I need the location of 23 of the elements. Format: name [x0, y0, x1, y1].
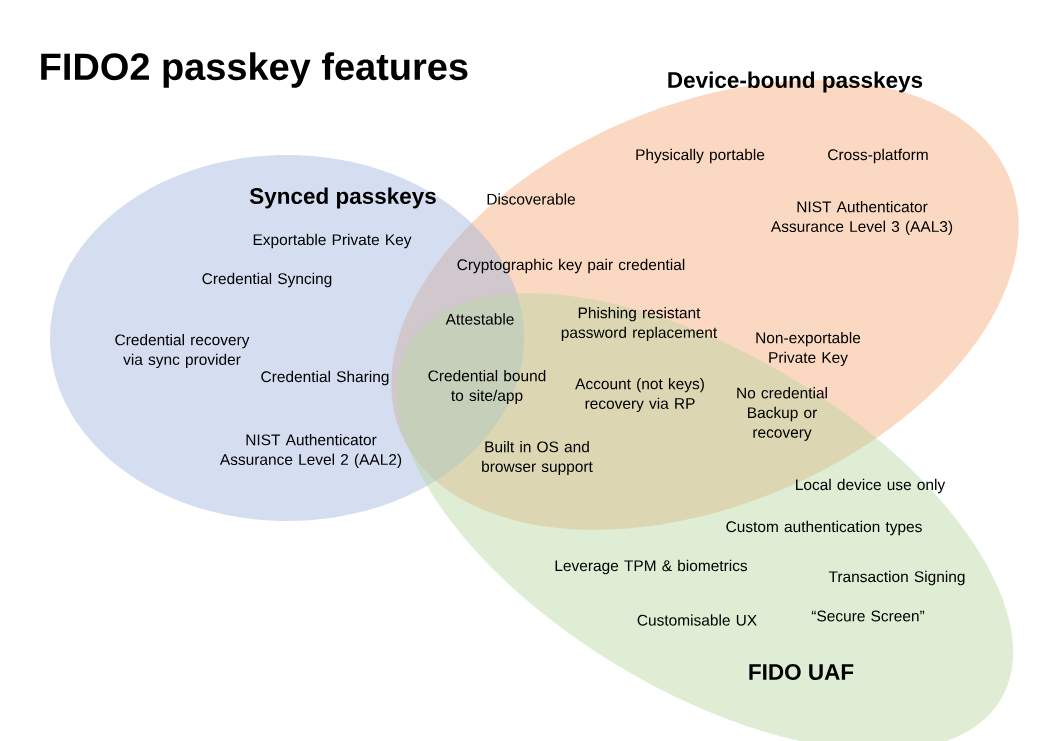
- feature-label: Physically portable: [636, 148, 765, 164]
- feature-label: Credential recovery via sync provider: [115, 333, 250, 369]
- feature-label: Attestable: [445, 313, 514, 325]
- feature-label: Non-exportable Private Key: [756, 331, 861, 367]
- feature-label: Built in OS and browser support: [482, 440, 593, 476]
- feature-label: No credential Backup or recovery: [737, 387, 827, 441]
- feature-label: Credential Sharing: [261, 370, 389, 386]
- feature-label: Transaction Signing: [828, 570, 965, 586]
- feature-label: Custom authentication types: [726, 520, 922, 536]
- feature-label: Exportable Private Key: [253, 233, 412, 249]
- feature-label: Local device use only: [796, 478, 946, 494]
- feature-label: Phishing resistant password replacement: [561, 306, 718, 342]
- title: FIDO2 passkey features: [41, 52, 468, 88]
- feature-label: Customisable UX: [637, 614, 757, 626]
- feature-label: Credential Syncing: [202, 272, 332, 288]
- feature-label: Account (not keys) recovery via RP: [575, 377, 704, 413]
- feature-label: “Secure Screen”: [811, 610, 925, 622]
- feature-label: Cross-platform: [828, 148, 928, 164]
- feature-label: NIST Authenticator Assurance Level 3 (AAL3): [770, 200, 953, 236]
- feature-label: Credential bound to site/app: [428, 369, 546, 405]
- feature-label: Leverage TPM & biometrics: [555, 559, 748, 575]
- feature-label: Cryptographic key pair credential: [457, 258, 685, 274]
- feature-label: Discoverable: [487, 193, 575, 205]
